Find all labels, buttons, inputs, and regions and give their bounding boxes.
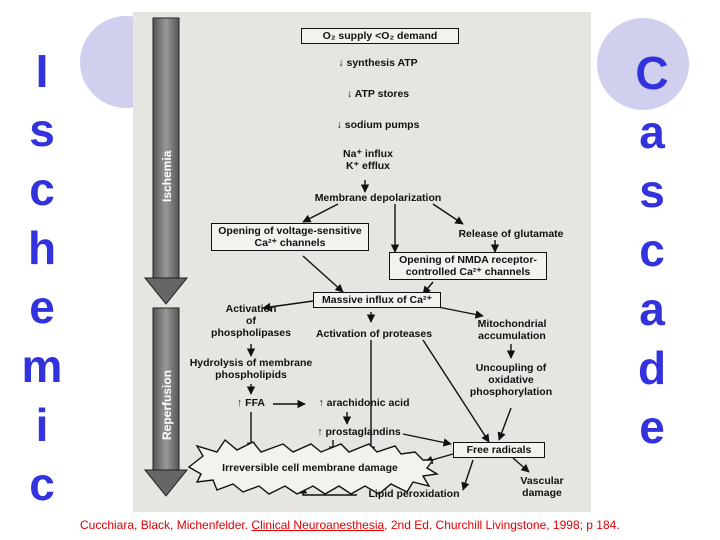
- title-letter: s: [29, 104, 55, 156]
- node-irreversible-damage: Irreversible cell membrane damage: [222, 462, 398, 474]
- node-mitochondrial-accumulation: Mitochondrial accumulation: [467, 318, 557, 342]
- title-letter: d: [637, 342, 667, 394]
- arrow-down-glyph: ↓: [346, 88, 353, 100]
- arrow-down-glyph: ↓: [338, 57, 344, 69]
- ischemia-label: Ischemia: [160, 150, 174, 202]
- node-text: sodium pumps: [344, 119, 420, 131]
- node-atp-stores: ↓ ATP stores: [323, 88, 433, 100]
- irreversible-damage-burst: [187, 438, 440, 495]
- title-letter: h: [27, 222, 57, 274]
- node-text: Ca²⁺ channels: [254, 237, 326, 250]
- node-prostaglandins: ↑ prostaglandins: [311, 426, 407, 438]
- node-free-radicals: Free radicals: [453, 442, 545, 459]
- decorative-circle-right: [597, 18, 689, 110]
- node-text: Hydrolysis of membrane: [189, 357, 313, 369]
- node-text: K⁺ efflux: [345, 160, 391, 173]
- arrow-down-glyph: ↓: [336, 119, 342, 131]
- node-text: phospholipids: [215, 369, 287, 382]
- node-o2-supply-demand: O₂ supply <O₂ demand: [301, 28, 459, 45]
- arrow-up-glyph: ↑: [318, 397, 324, 409]
- node-sodium-pumps: ↓ sodium pumps: [323, 119, 433, 131]
- node-activation-phospholipases: Activation of phospholipases: [203, 303, 299, 339]
- node-ffa: ↑ FFA: [229, 397, 273, 409]
- node-text: Activation: [225, 303, 277, 315]
- node-text: prostaglandins: [325, 426, 401, 438]
- reperfusion-phase-arrow: [143, 307, 189, 497]
- node-text: Mitochondrial: [477, 318, 547, 330]
- node-text: arachidonic acid: [326, 397, 410, 409]
- node-text: controlled Ca²⁺ channels: [405, 266, 531, 279]
- citation-authors: Cucchiara, Black, Michenfelder.: [80, 518, 252, 532]
- arrow-up-glyph: ↑: [317, 426, 323, 438]
- node-text: phospholipases: [211, 327, 291, 340]
- node-text: Uncoupling of: [475, 362, 547, 374]
- citation-book-title[interactable]: Clinical Neuroanesthesia: [251, 518, 385, 532]
- node-lipid-peroxidation: Lipid peroxidation: [368, 488, 460, 500]
- arrow-up-glyph: ↑: [236, 397, 243, 409]
- node-arachidonic-acid: ↑ arachidonic acid: [309, 397, 419, 409]
- title-letter: m: [21, 340, 63, 392]
- node-na-k-flux: Na⁺ influx K⁺ efflux: [333, 148, 403, 172]
- node-text: FFA: [245, 397, 265, 409]
- node-hydrolysis-phospholipids: Hydrolysis of membrane phospholipids: [183, 357, 319, 381]
- diagram-arrows: Ischemia Reperfusion: [143, 17, 530, 497]
- title-letter: e: [639, 401, 665, 453]
- node-release-glutamate: Release of glutamate: [458, 228, 564, 240]
- node-synthesis-atp: ↓ synthesis ATP: [323, 57, 433, 69]
- node-text: Na⁺ influx: [343, 148, 393, 160]
- node-text: of: [246, 315, 256, 328]
- node-text: oxidative: [488, 374, 534, 387]
- title-letter: c: [29, 458, 55, 510]
- node-text: phosphorylation: [469, 386, 553, 399]
- node-vascular-damage: Vascular damage: [507, 475, 577, 499]
- reperfusion-label: Reperfusion: [160, 370, 174, 440]
- node-membrane-depolarization: Membrane depolarization: [314, 192, 442, 204]
- node-text: Opening of voltage-sensitive: [218, 225, 362, 237]
- title-letter: s: [639, 165, 665, 217]
- node-activation-proteases: Activation of proteases: [315, 328, 433, 340]
- title-letter: C: [635, 47, 669, 99]
- node-text: ATP stores: [354, 88, 410, 100]
- node-text: synthesis ATP: [346, 57, 418, 69]
- ischemia-phase-arrow: [143, 17, 189, 305]
- title-letter: i: [35, 399, 49, 451]
- node-nmda-channels: Opening of NMDA receptor- controlled Ca²…: [389, 252, 547, 281]
- citation: Cucchiara, Black, Michenfelder. Clinical…: [80, 518, 620, 532]
- node-massive-influx-ca: Massive influx of Ca²⁺: [313, 292, 441, 309]
- node-text: damage: [522, 487, 562, 500]
- title-letter: c: [639, 224, 665, 276]
- node-text: Vascular: [520, 475, 564, 487]
- node-text: Opening of NMDA receptor-: [399, 254, 537, 266]
- cascade-diagram: Ischemia Reperfusion: [133, 12, 591, 512]
- title-letter: a: [639, 283, 665, 335]
- title-letter: c: [29, 163, 55, 215]
- title-letter: e: [29, 281, 55, 333]
- citation-details: , 2nd Ed. Churchill Livingstone, 1998; p…: [384, 518, 620, 532]
- node-voltage-sensitive-channels: Opening of voltage-sensitive Ca²⁺ channe…: [211, 223, 369, 252]
- title-letter: I: [35, 45, 49, 97]
- title-letter: a: [639, 106, 665, 158]
- node-text: accumulation: [478, 330, 546, 343]
- node-uncoupling-oxidative-phosphorylation: Uncoupling of oxidative phosphorylation: [459, 362, 563, 398]
